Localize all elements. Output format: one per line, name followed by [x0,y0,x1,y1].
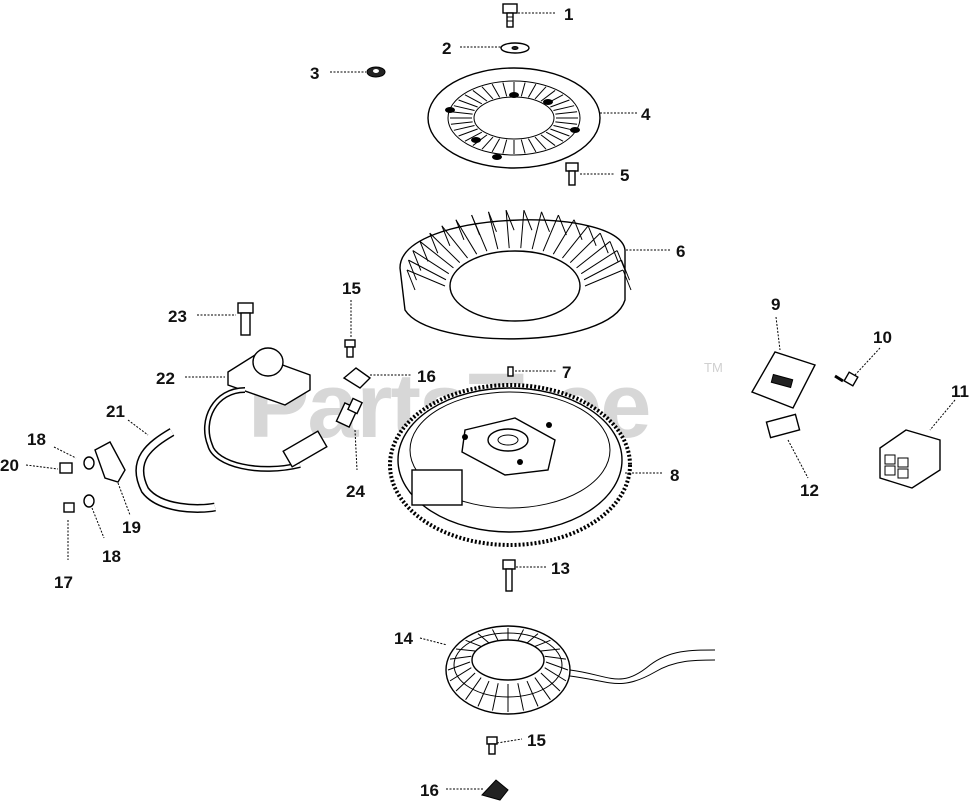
callout-8: 8 [670,466,679,485]
callout-5: 5 [620,166,629,185]
callout-12: 12 [800,481,819,500]
callout-20: 20 [0,456,19,475]
callout-21: 21 [106,402,125,421]
part-18-washer-lower[interactable] [83,494,95,508]
part-9-rectifier-regulator[interactable] [750,351,816,409]
callout-16-upper: 16 [417,367,436,386]
part-15-screw-lower[interactable] [486,736,498,755]
part-16-clip-upper[interactable] [342,367,372,389]
callout-6: 6 [676,242,685,261]
callout-22: 22 [156,369,175,388]
callout-23: 23 [168,307,187,326]
callout-labels: 1 2 3 4 5 6 7 8 9 10 11 12 13 14 15 16 1… [0,5,969,800]
callout-14: 14 [394,629,413,648]
part-6-blower-fan[interactable] [399,210,632,340]
part-1-bolt[interactable] [502,3,518,28]
callout-1: 1 [564,5,573,24]
callout-3: 3 [310,64,319,83]
part-23-bolt[interactable] [237,302,254,336]
part-20-screw[interactable] [59,462,73,474]
part-3-nut[interactable] [366,66,386,78]
part-16-clip-lower[interactable] [481,779,509,801]
callout-11: 11 [951,382,969,401]
leader-lines [25,12,956,790]
watermark-trademark: TM [704,360,723,375]
part-11-connector[interactable] [879,429,941,489]
part-7-key[interactable] [507,366,514,377]
callout-13: 13 [551,559,570,578]
callout-18-upper: 18 [27,430,46,449]
callout-19: 19 [122,518,141,537]
callout-15-upper: 15 [342,279,361,298]
part-21-hose[interactable] [135,428,216,513]
callout-16-lower: 16 [420,781,439,800]
part-2-washer[interactable] [500,42,530,54]
part-10-screw[interactable] [834,371,859,387]
callout-17: 17 [54,573,73,592]
callout-15-lower: 15 [527,731,546,750]
part-4-grass-screen[interactable] [427,67,601,169]
callout-7: 7 [562,363,571,382]
callout-24: 24 [346,482,365,501]
part-24-spark-plug[interactable] [335,397,363,428]
callout-18-lower: 18 [102,547,121,566]
callout-9: 9 [771,295,780,314]
callout-4: 4 [641,105,651,124]
callout-2: 2 [442,39,451,58]
part-17-screw[interactable] [63,502,75,513]
part-13-bolt[interactable] [502,559,516,592]
callout-10: 10 [873,328,892,347]
part-5-screw[interactable] [565,162,579,186]
part-14-stator[interactable] [445,625,716,715]
part-12-terminal-block[interactable] [765,413,801,439]
part-22-ignition-module[interactable] [203,347,328,472]
part-18-washer-upper[interactable] [83,456,95,470]
part-8-flywheel[interactable] [388,383,632,547]
part-19-bracket[interactable] [94,441,126,483]
part-15-screw-upper[interactable] [344,339,356,358]
